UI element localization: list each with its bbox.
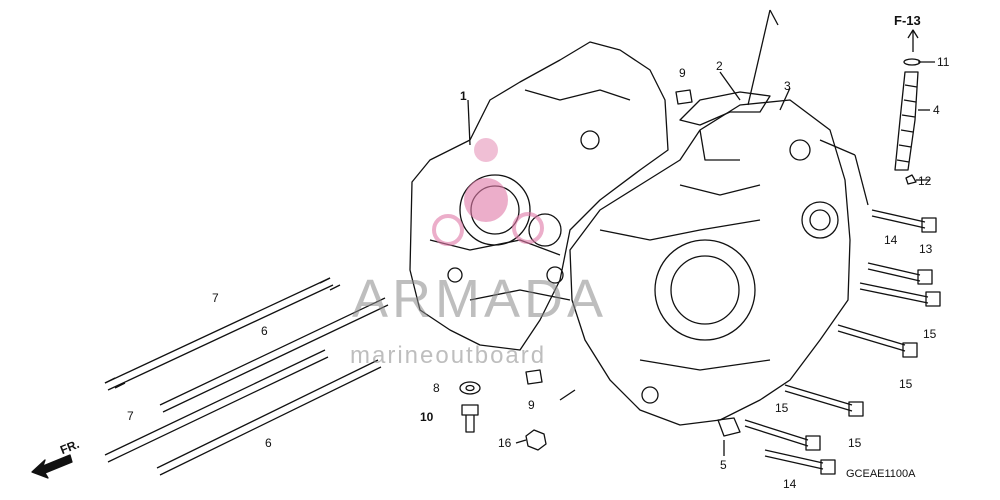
label-part-15d: 15 — [848, 436, 862, 450]
label-part-7b: 7 — [127, 409, 134, 423]
section-reference: F-13 — [894, 13, 921, 28]
label-part-7a: 7 — [212, 291, 219, 305]
diagram-reference-code: GCEAE1100A — [846, 468, 916, 480]
label-part-8: 8 — [433, 381, 440, 395]
watermark-brand: ARMADA — [352, 269, 608, 329]
crankcase-bolts — [744, 209, 941, 475]
label-part-16: 16 — [498, 436, 512, 450]
label-part-4: 4 — [933, 103, 940, 117]
label-part-5: 5 — [720, 458, 727, 472]
sealing-washer — [459, 381, 481, 395]
dowel-pins — [525, 89, 693, 385]
crankcase-gasket — [679, 91, 771, 126]
label-part-15b: 15 — [899, 377, 913, 391]
label-part-15a: 15 — [923, 327, 937, 341]
flange-nut — [525, 429, 547, 451]
label-part-10: 10 — [420, 410, 434, 424]
label-part-9b: 9 — [528, 398, 535, 412]
label-part-3: 3 — [784, 79, 791, 93]
oil-pipe-5 — [717, 417, 741, 437]
label-part-15c: 15 — [775, 401, 789, 415]
watermark-tagline: marineoutboard — [350, 342, 547, 369]
label-part-6a: 6 — [261, 324, 268, 338]
label-part-1: 1 — [460, 89, 467, 103]
left-crankcase-half — [409, 41, 669, 351]
label-part-14b: 14 — [783, 477, 797, 491]
label-part-11: 11 — [937, 55, 950, 69]
label-part-2: 2 — [716, 59, 723, 73]
right-crankcase-half — [569, 99, 851, 426]
label-part-12: 12 — [918, 174, 932, 188]
stud-bolts — [104, 277, 389, 476]
front-arrow — [31, 454, 73, 479]
label-part-6b: 6 — [265, 436, 272, 450]
breather-hose — [894, 29, 921, 185]
label-part-9a: 9 — [679, 66, 686, 80]
drain-plug — [461, 404, 479, 433]
watermark-logo — [432, 138, 544, 246]
label-part-14a: 14 — [884, 233, 898, 247]
label-part-13: 13 — [919, 242, 933, 256]
